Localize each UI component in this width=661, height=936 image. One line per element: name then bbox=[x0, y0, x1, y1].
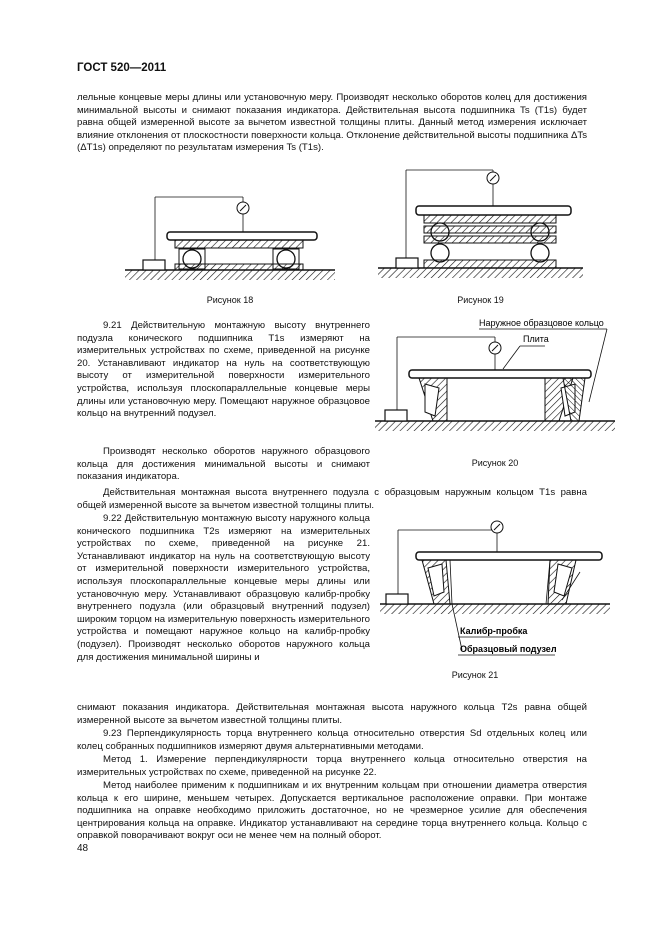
method-1-paragraph: Метод 1. Измерение перпендикулярности то… bbox=[77, 754, 587, 778]
page-number: 48 bbox=[77, 843, 89, 854]
figure-21-label-gauge: Калибр-пробка bbox=[460, 626, 528, 636]
figure-20: Наружное образцовое кольцо Плита Рисунок… bbox=[375, 314, 615, 468]
method-1-description: Метод наиболее применим к подшипникам и … bbox=[77, 780, 587, 842]
figure-21-label-subunit: Образцовый подузел bbox=[460, 644, 557, 654]
figure-21: Калибр-пробка Образцовый подузел Рисунок… bbox=[380, 512, 610, 680]
section-9-22-paragraph: 9.22 Действительную монтажную высоту нар… bbox=[77, 513, 370, 663]
document-header: ГОСТ 520—2011 bbox=[77, 62, 167, 74]
section-9-21-paragraph: 9.21 Действительную монтажную высоту вну… bbox=[77, 320, 370, 420]
figure-20-label-outer-ring: Наружное образцовое кольцо bbox=[479, 318, 604, 328]
intro-paragraph: лельные концевые меры длины или установо… bbox=[77, 92, 587, 154]
figure-18: Рисунок 18 bbox=[125, 192, 335, 305]
section-9-23-paragraph: 9.23 Перпендикулярность торца внутреннег… bbox=[77, 728, 587, 752]
figure-19: Рисунок 19 bbox=[378, 168, 583, 305]
figure-20-caption: Рисунок 20 bbox=[471, 458, 519, 468]
section-9-21-rotation: Производят несколько оборотов наружного … bbox=[77, 446, 370, 483]
section-9-22-result: снимают показания индикатора. Действител… bbox=[77, 702, 587, 726]
figure-18-caption: Рисунок 18 bbox=[206, 295, 254, 305]
figure-20-label-plate: Плита bbox=[523, 334, 549, 344]
figure-19-caption: Рисунок 19 bbox=[457, 295, 504, 305]
section-9-21-result: Действительная монтажная высота внутренн… bbox=[77, 487, 587, 511]
figure-21-caption: Рисунок 21 bbox=[451, 670, 499, 680]
